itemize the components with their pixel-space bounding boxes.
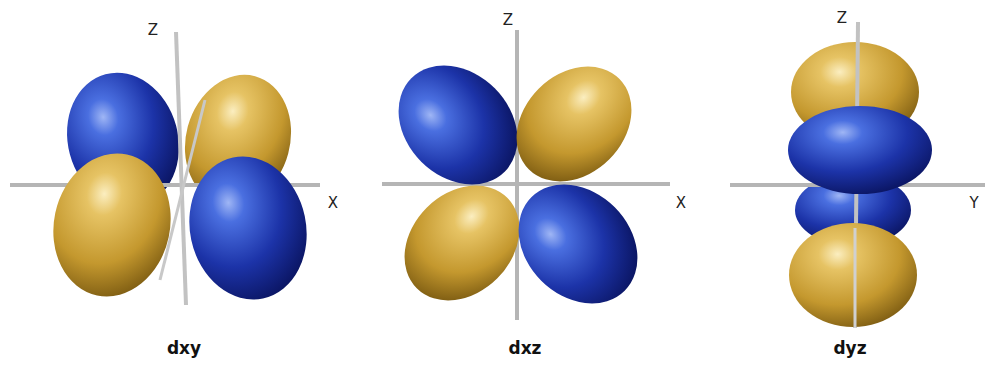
axis-label: Z bbox=[148, 23, 158, 38]
orbital-name: dxy bbox=[167, 340, 201, 357]
axis-label: Y bbox=[969, 196, 978, 211]
dxz-orbital bbox=[375, 30, 670, 327]
orbital-name: dyz bbox=[833, 340, 866, 357]
dyz-orbital bbox=[730, 22, 985, 328]
axis-label: Z bbox=[837, 11, 847, 26]
dxy-orbital bbox=[10, 32, 320, 310]
orbital-name: dxz bbox=[508, 340, 541, 357]
axis-label: X bbox=[676, 196, 686, 211]
axis-label: X bbox=[328, 196, 338, 211]
axis-label: Z bbox=[503, 13, 513, 28]
